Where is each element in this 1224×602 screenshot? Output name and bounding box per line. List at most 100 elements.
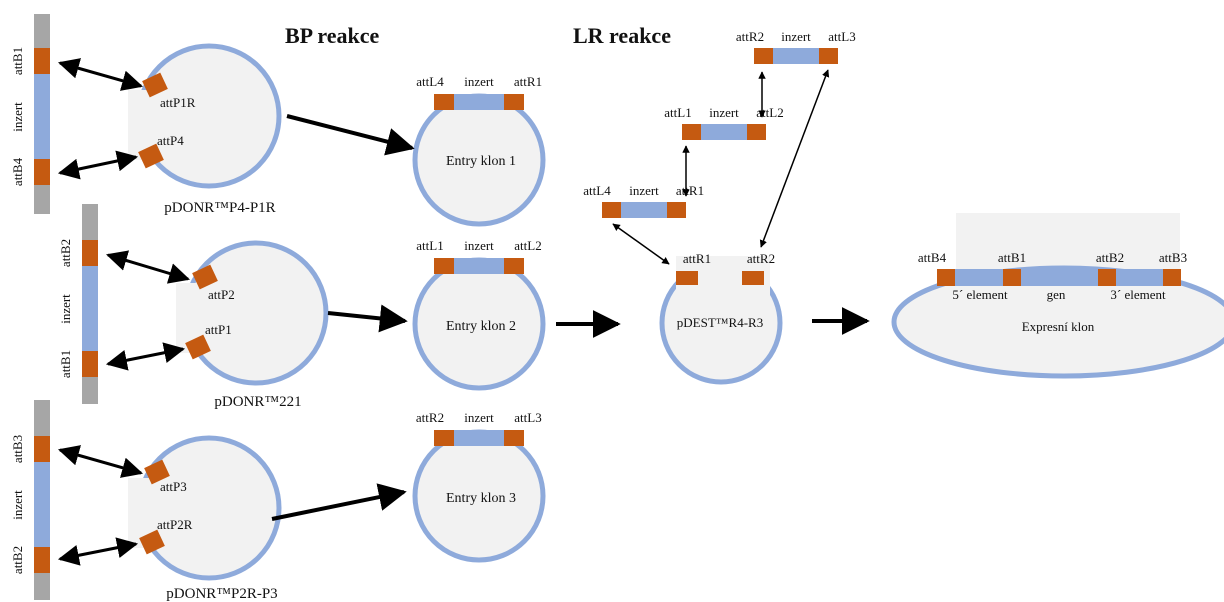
donor1-label-bottom: attB4 [10, 157, 25, 186]
donor1-site-top [142, 72, 168, 98]
entry1-name: Entry klon 1 [446, 154, 516, 169]
entry3-name: Entry klon 3 [446, 491, 516, 506]
entry2-label-mid: inzert [464, 238, 494, 253]
entry1-site-left [434, 94, 454, 110]
donor1-site-bottom [138, 143, 164, 169]
lr3-label-mid: inzert [781, 29, 811, 44]
expression-label-b1: attB1 [998, 250, 1026, 265]
lr2-insert [682, 124, 766, 140]
donor-insert [34, 74, 50, 159]
donor-insert [82, 266, 98, 351]
expression-plasmid [891, 265, 1224, 379]
dest-site-left [676, 271, 698, 285]
expression-site-b2 [1098, 269, 1116, 286]
entry2-site-right [504, 258, 524, 274]
bp-arrow-1 [286, 114, 415, 156]
donor3-recombination-arrow-bottom [57, 537, 139, 566]
donor2-label-top: attB2 [58, 239, 73, 267]
entry3-label-left: attR2 [416, 410, 444, 425]
donor2-name: pDONR™221 [214, 394, 301, 410]
donor2-label-mid: inzert [58, 294, 73, 324]
expression-name: Expresní klon [1022, 319, 1095, 334]
donor2-site-top [192, 264, 218, 290]
donor-attb-top [34, 436, 50, 462]
entry3-site-right [504, 430, 524, 446]
donor-attb-top [82, 240, 98, 266]
donor2-recombination-arrow-bottom [105, 342, 186, 371]
bp-arrow-2 [327, 304, 408, 333]
donor1-cassette [128, 90, 220, 160]
lr-arrow-3-dest [759, 69, 830, 248]
entry2-label-right: attL2 [514, 238, 541, 253]
expression-part-3: 3´ element [1110, 287, 1166, 302]
entry1-insert [434, 94, 524, 110]
dest-label-right: attR2 [747, 251, 775, 266]
expression-site-b3 [1163, 269, 1181, 286]
entry-clone-2: attL1 inzert attL2 Entry klon 2 [412, 238, 546, 391]
entry2-insert [434, 258, 524, 274]
expression-label-b4: attB4 [918, 250, 947, 265]
donor-attb-top [34, 48, 50, 74]
donor-attb-bottom [34, 159, 50, 185]
entry2-name: Entry klon 2 [446, 319, 516, 334]
donor-group-1: attB1 inzert attB4 attP1R attP4 pDONR™P4… [10, 14, 282, 216]
bp-reaction-title: BP reakce [285, 23, 380, 48]
lr2-label-left: attL1 [664, 105, 691, 120]
destination-vector: attR1 attR2 pDEST™R4-R3 [659, 251, 783, 385]
donor2-label-bottom: attB1 [58, 350, 73, 378]
donor-group-3: attB3 inzert attB2 attP3 attP2R pDONR™P2… [10, 400, 282, 602]
donor1-site-label-bottom: attP4 [157, 133, 184, 148]
lr2-site-left [682, 124, 701, 140]
donor1-label-mid: inzert [10, 102, 25, 132]
dest-site-right [742, 271, 764, 285]
expression-clone: attB4 attB1 attB2 attB3 5´ element gen 3… [891, 213, 1224, 379]
entry2-site-left [434, 258, 454, 274]
entry1-site-right [504, 94, 524, 110]
donor3-site-top [144, 459, 170, 485]
donor3-label-bottom: attB2 [10, 546, 25, 574]
lr3-site-left [754, 48, 773, 64]
donor1-site-label-top: attP1R [160, 95, 196, 110]
donor3-label-mid: inzert [10, 490, 25, 520]
entry3-label-mid: inzert [464, 410, 494, 425]
lr-segment-3: attR2 inzert attL3 [736, 29, 856, 64]
lr1-label-left: attL4 [583, 183, 611, 198]
lr1-site-left [602, 202, 621, 218]
donor3-site-bottom [139, 529, 165, 555]
expression-site-b4 [937, 269, 955, 286]
donor3-name: pDONR™P2R-P3 [166, 586, 277, 602]
lr1-label-mid: inzert [629, 183, 659, 198]
donor2-site-label-bottom: attP1 [205, 322, 232, 337]
lr-segment-2: attL1 inzert attL2 [664, 105, 784, 140]
dest-name: pDEST™R4-R3 [677, 315, 763, 330]
donor3-site-label-bottom: attP2R [157, 517, 193, 532]
lr3-label-left: attR2 [736, 29, 764, 44]
donor3-recombination-arrow-top [57, 445, 144, 478]
entry1-label-left: attL4 [416, 74, 444, 89]
donor3-site-label-top: attP3 [160, 479, 187, 494]
expression-site-b1 [1003, 269, 1021, 286]
donor2-site-bottom [185, 334, 211, 360]
donor1-name: pDONR™P4-P1R [164, 200, 275, 216]
donor3-label-top: attB3 [10, 435, 25, 463]
donor-attb-bottom [34, 547, 50, 573]
expression-cassette [937, 269, 1181, 286]
entry3-site-left [434, 430, 454, 446]
entry-clone-1: attL4 inzert attR1 Entry klon 1 [412, 74, 546, 227]
expression-part-gen: gen [1047, 287, 1066, 302]
donor1-label-top: attB1 [10, 47, 25, 75]
donor2-recombination-arrow-top [105, 250, 191, 284]
entry2-label-left: attL1 [416, 238, 443, 253]
lr-arrow-1-dest [612, 223, 670, 265]
expression-part-5: 5´ element [952, 287, 1008, 302]
lr1-site-right [667, 202, 686, 218]
entry3-label-right: attL3 [514, 410, 541, 425]
bp-arrow-3 [271, 483, 407, 521]
entry1-label-mid: inzert [464, 74, 494, 89]
entry3-insert [434, 430, 524, 446]
lr1-label-right: attR1 [676, 183, 704, 198]
expression-label-b3: attB3 [1159, 250, 1187, 265]
entry-clone-3: attR2 inzert attL3 Entry klon 3 [412, 410, 546, 563]
donor-group-2: attB2 inzert attB1 attP2 attP1 pDONR™221 [58, 204, 329, 410]
